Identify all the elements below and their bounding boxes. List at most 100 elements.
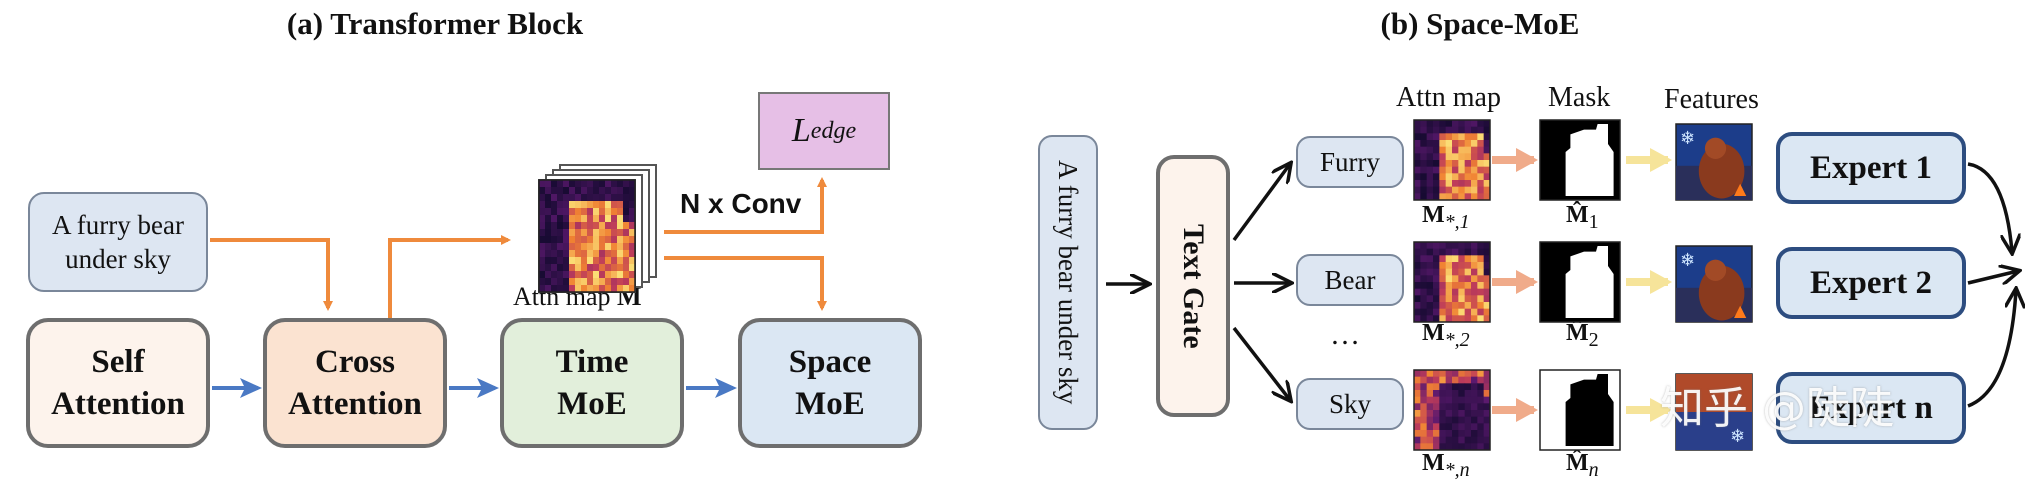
heat-cell — [587, 257, 594, 265]
heat-cell — [569, 236, 576, 244]
heat-cell — [617, 229, 624, 237]
heat-cell — [1445, 186, 1453, 194]
heat-cell — [563, 264, 570, 272]
heat-cell — [1458, 423, 1466, 431]
heat-cell — [1452, 146, 1459, 154]
heat-cell — [575, 222, 582, 230]
heat-cell — [599, 208, 606, 216]
heat-cell — [1426, 160, 1434, 168]
snowflake-icon: ❄ — [1680, 128, 1695, 149]
heat-cell — [1464, 242, 1472, 250]
heat-cell — [545, 222, 552, 230]
heat-cell — [1433, 275, 1440, 283]
heat-cell — [1433, 146, 1440, 154]
heat-cell — [623, 264, 630, 272]
heat-cell — [1471, 295, 1478, 303]
heat-cell — [1439, 443, 1447, 451]
heat-cell — [1471, 262, 1478, 270]
heat-cell — [1414, 166, 1421, 174]
heat-cell — [1477, 376, 1485, 384]
heat-cell — [617, 271, 624, 279]
heat-cell — [1471, 120, 1478, 128]
heat-cell — [1445, 268, 1453, 276]
heat-cell — [623, 257, 630, 265]
attn-map-header: Attn map — [1396, 82, 1501, 113]
heat-cell — [1445, 242, 1453, 250]
heat-cell — [563, 229, 570, 237]
heat-cell — [629, 201, 636, 209]
heat-cell — [575, 264, 582, 272]
snowflake-icon: ❄ — [1730, 426, 1745, 447]
rows-ellipsis: … — [1330, 318, 1360, 351]
heat-cell — [611, 180, 618, 188]
heat-cell — [1458, 436, 1466, 444]
heat-cell — [599, 257, 606, 265]
heat-cell — [629, 264, 636, 272]
heat-cell — [1439, 186, 1447, 194]
heat-cell — [1483, 193, 1491, 201]
heat-cell — [545, 194, 552, 202]
heat-cell — [1420, 288, 1428, 296]
heat-cell — [1439, 166, 1447, 174]
heat-cell — [587, 250, 594, 258]
heat-cell — [1477, 120, 1485, 128]
heat-cell — [557, 215, 564, 223]
heat-cell — [1445, 180, 1453, 188]
word-token-bear: Bear — [1296, 254, 1404, 306]
heat-cell — [1439, 160, 1447, 168]
heat-cell — [1452, 268, 1459, 276]
heat-cell — [587, 278, 594, 286]
heat-cell — [539, 222, 546, 230]
heat-cell — [1426, 262, 1434, 270]
panel-a-title: (a) Transformer Block — [286, 6, 584, 41]
heat-cell — [1483, 120, 1491, 128]
heat-cell — [1414, 315, 1421, 323]
heat-cell — [551, 285, 558, 293]
heat-cell — [1420, 275, 1428, 283]
heat-cell — [629, 278, 636, 286]
heat-cell — [1439, 295, 1447, 303]
heat-cell — [581, 236, 588, 244]
heat-cell — [1483, 302, 1491, 310]
heat-cell — [1414, 430, 1421, 438]
heat-cell — [1452, 416, 1459, 424]
heat-cell — [1420, 443, 1428, 451]
attn-map-symbol-3: M — [1422, 450, 1445, 476]
heat-cell — [1445, 423, 1453, 431]
time-moe-line1: Time — [555, 344, 629, 380]
heat-cell — [1433, 430, 1440, 438]
heat-cell — [569, 201, 576, 209]
heat-cell — [1458, 302, 1466, 310]
heat-cell — [1464, 133, 1472, 141]
heat-cell — [1483, 262, 1491, 270]
heat-cell — [629, 285, 636, 293]
heat-cell — [1414, 275, 1421, 283]
heat-cell — [587, 264, 594, 272]
heat-cell — [1420, 396, 1428, 404]
heat-cell — [1445, 153, 1453, 161]
heat-cell — [1483, 173, 1491, 181]
expert-n-box: Expert n — [1776, 372, 1966, 444]
heat-cell — [1426, 193, 1434, 201]
heat-cell — [623, 285, 630, 293]
heat-cell — [587, 215, 594, 223]
heat-cell — [605, 257, 612, 265]
heat-cell — [551, 278, 558, 286]
heat-cell — [1439, 396, 1447, 404]
expert1-to-output-arrow — [1967, 162, 2012, 252]
heat-border — [1413, 369, 1491, 451]
heat-cell — [1445, 295, 1453, 303]
heat-cell — [1458, 430, 1466, 438]
heat-cell — [593, 187, 600, 195]
heat-cell — [1414, 126, 1421, 134]
heat-cell — [1414, 160, 1421, 168]
heat-cell — [1439, 315, 1447, 323]
heat-cell — [1426, 140, 1434, 148]
heat-cell — [1464, 153, 1472, 161]
heat-cell — [1477, 390, 1485, 398]
heat-cell — [1420, 376, 1428, 384]
heat-cell — [575, 229, 582, 237]
attn-map-symbol-1: M — [1422, 202, 1445, 228]
mask-row-1 — [1539, 119, 1621, 201]
heat-cell — [1433, 315, 1440, 323]
